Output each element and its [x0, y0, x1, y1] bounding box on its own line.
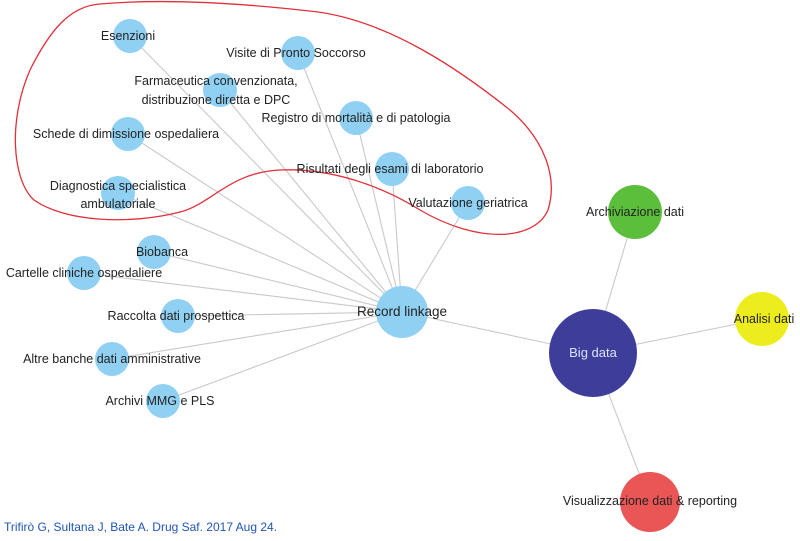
node-pronto-soccorso[interactable] — [281, 36, 315, 70]
node-visualizzazione[interactable] — [620, 472, 680, 532]
label-analisi: Analisi dati — [734, 312, 794, 326]
label-biobanca: Biobanca — [136, 245, 188, 259]
node-amministrative[interactable] — [95, 342, 129, 376]
label-mortalita: Registro di mortalità e di patologia — [262, 111, 451, 125]
edge-farmaceutica — [219, 89, 403, 313]
label-mmg: Archivi MMG e PLS — [105, 394, 214, 408]
node-mortalita[interactable] — [339, 101, 373, 135]
labels: Esenzioni Visite di Pronto Soccorso Farm… — [6, 29, 794, 508]
label-diagnostica-2: ambulatoriale — [80, 197, 155, 211]
node-analisi[interactable] — [735, 292, 789, 346]
edge-cartelle — [83, 272, 403, 313]
label-diagnostica-1: Diagnostica specialistica — [50, 179, 186, 193]
node-geriatrica[interactable] — [451, 186, 485, 220]
label-esenzioni: Esenzioni — [101, 29, 155, 43]
node-prospettica[interactable] — [161, 299, 195, 333]
group-outline — [14, 0, 552, 236]
label-farmaceutica-2: distribuzione diretta e DPC — [142, 93, 291, 107]
edge-prospettica — [177, 311, 403, 317]
node-cartelle[interactable] — [67, 256, 101, 290]
edge-esenzioni — [129, 35, 403, 313]
citation: Trifirò G, Sultana J, Bate A. Drug Saf. … — [4, 520, 278, 534]
node-archiviazione[interactable] — [608, 185, 662, 239]
node-farmaceutica[interactable] — [203, 73, 237, 107]
label-dimissione: Schede di dimissione ospedaliera — [33, 127, 219, 141]
label-laboratorio: Risultati degli esami di laboratorio — [297, 162, 484, 176]
label-cartelle: Cartelle cliniche ospedaliere — [6, 266, 162, 280]
label-big-data: Big data — [569, 345, 617, 360]
nodes — [67, 19, 789, 532]
label-amministrative: Altre banche dati amministrative — [23, 352, 201, 366]
edge-mmg — [162, 311, 403, 402]
node-esenzioni[interactable] — [113, 19, 147, 53]
node-diagnostica[interactable] — [101, 176, 135, 210]
node-mmg[interactable] — [146, 384, 180, 418]
edge-mortalita — [355, 117, 403, 313]
node-record-linkage[interactable] — [376, 286, 428, 338]
edge-pronto-soccorso — [297, 52, 403, 313]
node-laboratorio[interactable] — [375, 152, 409, 186]
node-big-data[interactable] — [549, 309, 637, 397]
label-record-linkage: Record linkage — [357, 304, 447, 319]
label-geriatrica: Valutazione geriatrica — [408, 196, 527, 210]
edge-amministrative — [111, 311, 403, 360]
edge-diagnostica — [117, 192, 403, 313]
label-prospettica: Raccolta dati prospettica — [108, 309, 245, 323]
label-farmaceutica-1: Farmaceutica convenzionata, — [134, 74, 297, 88]
label-archiviazione: Archiviazione dati — [586, 205, 684, 219]
edge-dimissione — [127, 133, 403, 313]
node-biobanca[interactable] — [137, 235, 171, 269]
node-dimissione[interactable] — [111, 117, 145, 151]
edge-biobanca — [153, 251, 403, 313]
label-visualizzazione: Visualizzazione dati & reporting — [563, 494, 737, 508]
label-pronto-soccorso: Visite di Pronto Soccorso — [226, 46, 365, 60]
